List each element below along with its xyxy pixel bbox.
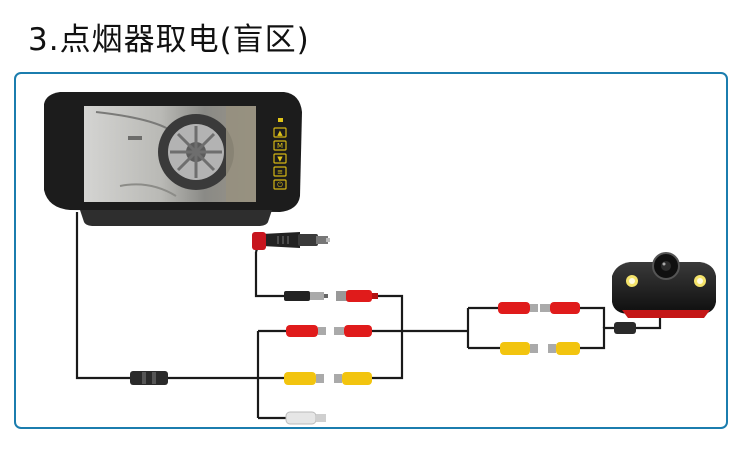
dc-power-plug xyxy=(284,291,328,301)
rca-plug-red xyxy=(336,290,378,302)
wires xyxy=(75,212,662,420)
wire-camera-cable xyxy=(634,315,662,330)
rca-plug-yellow xyxy=(284,372,324,385)
rca-plug-red xyxy=(498,302,538,314)
wire-monitor-down xyxy=(75,212,130,380)
camera-cable-connector xyxy=(614,322,636,334)
wire-camera-red xyxy=(580,306,606,328)
diagram-frame xyxy=(14,72,728,429)
monitor-btn-down: ▼ xyxy=(277,155,283,163)
rca-plug-red xyxy=(334,325,372,337)
rca-plug-red xyxy=(540,302,580,314)
rca-plug-white xyxy=(285,411,326,425)
wire-power-red-right xyxy=(372,294,404,380)
inline-connector xyxy=(130,371,168,385)
page-title: 3.点烟器取电(盲区) xyxy=(28,22,310,58)
cigarette-lighter-plug xyxy=(252,232,330,253)
mirror-monitor: ▲ M ▼ ≡ ⏻ xyxy=(44,92,302,226)
rca-plug-yellow xyxy=(500,342,538,355)
monitor-btn-mode: ≡ xyxy=(277,168,283,176)
monitor-btn-power: ⏻ xyxy=(277,181,283,189)
monitor-btn-menu: M xyxy=(277,142,283,150)
wire-power xyxy=(254,252,284,298)
rca-plug-red xyxy=(286,325,326,337)
rca-plug-yellow xyxy=(548,342,580,355)
blind-spot-camera xyxy=(612,252,716,318)
wire-camera-yellow xyxy=(580,326,614,350)
monitor-buttons xyxy=(273,118,287,190)
rca-plug-yellow xyxy=(334,372,372,385)
monitor-btn-up: ▲ xyxy=(277,129,283,137)
